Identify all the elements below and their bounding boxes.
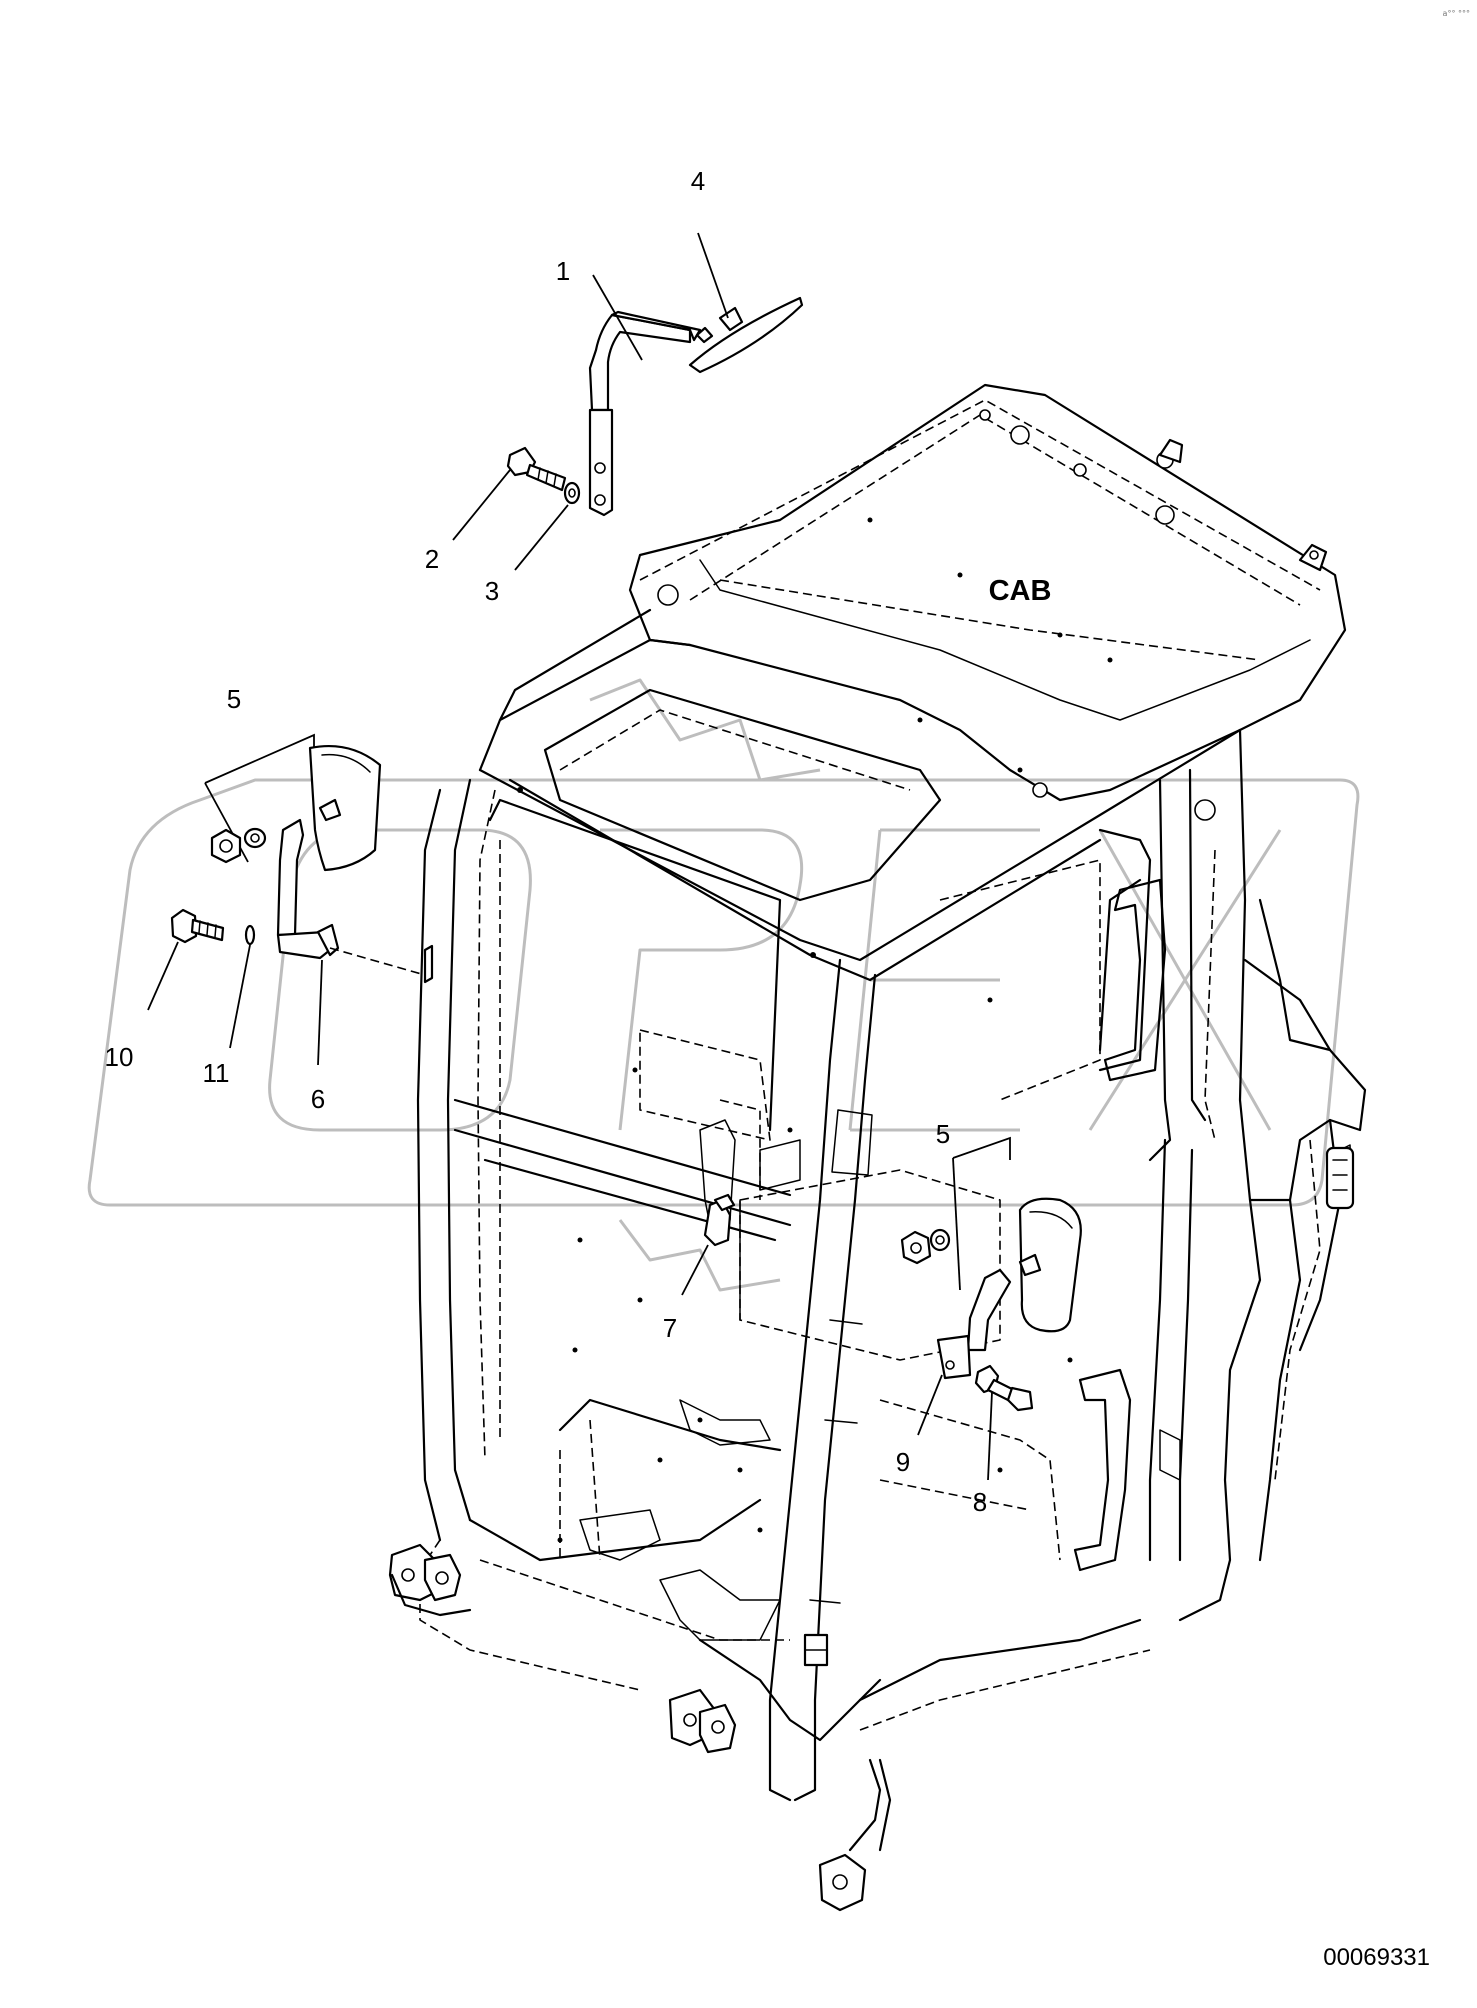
- mirror-stay-6-arm: [276, 818, 305, 937]
- mirror-5-left-glass: [308, 744, 382, 872]
- callout-1: 1: [556, 256, 570, 286]
- bolt-10-head: [170, 908, 198, 944]
- callout-10: 10: [105, 1042, 134, 1072]
- callout-7: 7: [663, 1313, 677, 1343]
- section-label-cab: CAB: [989, 575, 1052, 607]
- callout-8: 8: [973, 1487, 987, 1517]
- callout-5-left: 5: [227, 684, 241, 714]
- mirror-stay-rod: [588, 313, 692, 412]
- mirror-stay-9-bracket: [936, 1334, 972, 1380]
- left-mirror-assembly: [170, 733, 434, 984]
- bolt-2-shank: [525, 463, 567, 492]
- callout-9: 9: [896, 1447, 910, 1477]
- mirror-5-right-glass: [1018, 1197, 1082, 1333]
- mirror-stay-9-arm: [966, 1268, 1012, 1352]
- mirror-4-glass: [688, 296, 804, 374]
- rear-light-icon: [1325, 1146, 1355, 1210]
- lock-washer-11: [244, 924, 256, 946]
- callout-2: 2: [425, 544, 439, 574]
- mirror-stay-6-bracket: [316, 923, 340, 957]
- corner-mark: a°° °°°: [1443, 9, 1470, 18]
- right-mirror-assembly: [703, 1136, 1082, 1412]
- callout-leaders: [147, 232, 993, 1481]
- top-mirror-assembly: [506, 296, 804, 517]
- callout-labels: 1 2 3 4 5 6 10 11 5 7 8 9: [105, 166, 988, 1517]
- callout-5-right: 5: [936, 1119, 950, 1149]
- callout-11: 11: [203, 1058, 230, 1088]
- document-number: 00069331: [1323, 1944, 1430, 1971]
- callout-6: 6: [311, 1084, 325, 1114]
- cab-frame: [388, 383, 1367, 1912]
- callout-4: 4: [691, 166, 705, 196]
- callout-3: 3: [485, 576, 499, 606]
